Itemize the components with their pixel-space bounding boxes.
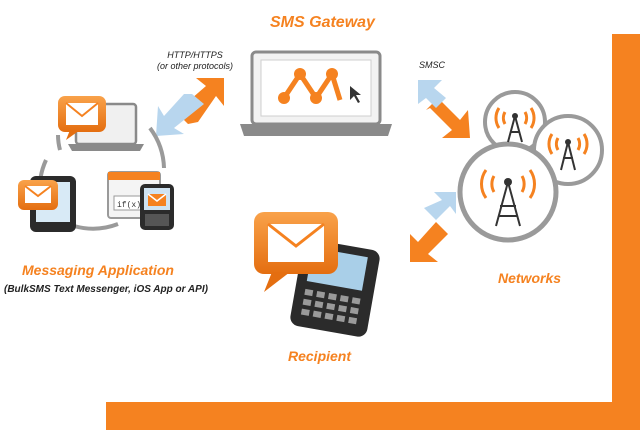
sms-gateway-laptop-icon: [240, 50, 392, 136]
smsc-outbound-arrow-icon: [426, 98, 470, 138]
protocol-label: HTTP/HTTPS: [167, 50, 223, 60]
networks-label: Networks: [498, 270, 562, 286]
messaging-application-sub: (BulkSMS Text Messenger, iOS App or API): [4, 284, 208, 295]
smsc-inbound-arrow-icon: [418, 80, 446, 108]
protocol-sub-label: (or other protocols): [156, 61, 234, 71]
recipient-label: Recipient: [288, 348, 352, 364]
decorative-orange-bar-bottom: [106, 402, 640, 430]
api-window-icon: [107, 171, 161, 219]
api-code-text: if(x){: [117, 201, 146, 210]
api-phone-icon: [140, 184, 174, 230]
sms-gateway-title: SMS Gateway: [270, 14, 375, 31]
recipient-outbound-arrow-icon: [424, 192, 456, 220]
networks-cluster-icon: [457, 90, 604, 243]
messaging-application-title: Messaging Application: [22, 262, 174, 278]
messaging-phone-icon: [18, 176, 76, 232]
decorative-orange-bar-right: [612, 34, 640, 430]
download-arrow-icon: [156, 94, 204, 136]
recipient-inbound-arrow-icon: [410, 222, 448, 262]
smsc-label: SMSC: [418, 60, 445, 70]
messaging-laptop-icon: [58, 96, 144, 151]
recipient-phone-icon: [254, 212, 380, 337]
